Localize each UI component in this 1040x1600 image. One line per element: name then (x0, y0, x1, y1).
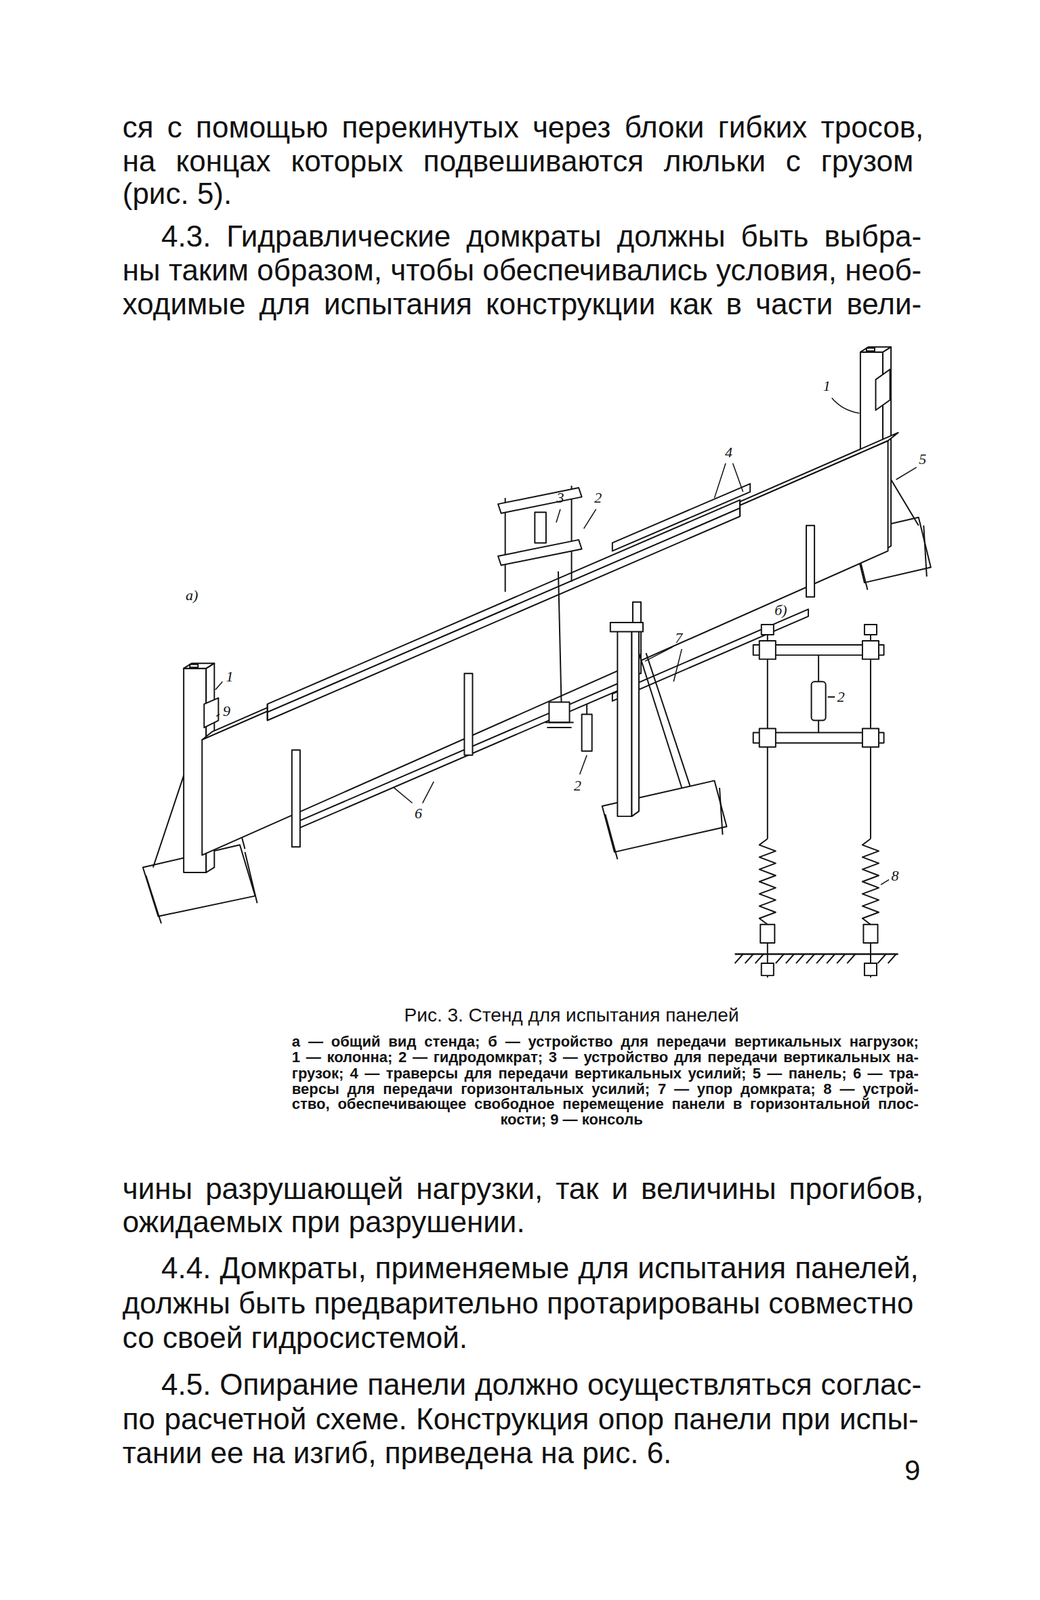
callout-number: 7 (674, 629, 683, 647)
callout-number: 6 (414, 804, 423, 822)
body-text-line: ходимые для испытания конструкции как в … (122, 287, 923, 322)
callout-number: 2 (837, 688, 845, 706)
body-text-line: ны таким образом, чтобы обеспечивались у… (122, 253, 922, 288)
callout-number: 2 (573, 777, 582, 795)
callout-number: 5 (918, 450, 927, 468)
body-text-line: чины разрушающей нагрузки, так и величин… (122, 1172, 925, 1207)
callout-number: 4 (724, 443, 733, 461)
figure-legend-line: 1 — колонна; 2 — гидродомкрат; 3 — устро… (292, 1048, 919, 1066)
body-text-line: 4.4. Домкраты, применяемые для испытания… (161, 1251, 919, 1286)
horizontal-load-traverses (298, 609, 809, 829)
panel (201, 432, 898, 856)
figure-legend-line: грузок; 4 — траверсы для передачи вертик… (292, 1065, 919, 1083)
callout-number: 3 (556, 489, 565, 507)
clamp-brackets (292, 525, 815, 848)
body-text-line: 4.3. Гидравлические домкраты должны быть… (161, 219, 922, 255)
jack-stop (581, 622, 727, 860)
body-text-line: (рис. 5). (122, 176, 233, 212)
body-text-line: тании ее на изгиб, приведена на рис. 6. (122, 1436, 673, 1471)
callout-number: 1 (225, 668, 234, 685)
body-text-line: по расчетной схеме. Конструкция опор пан… (122, 1402, 919, 1438)
callout-number: 8 (891, 867, 900, 885)
vertical-load-detail (735, 624, 899, 978)
callout-number: 9 (222, 702, 231, 720)
body-text-line: ожидаемых при разрушении. (122, 1205, 526, 1240)
body-text-line: со своей гидросистемой. (122, 1321, 468, 1356)
callout-number: б) (774, 601, 787, 619)
page-number: 9 (904, 1454, 921, 1488)
vertical-load-traverses (267, 483, 751, 721)
figure-legend-line: версы для передачи горизонтальных усилий… (292, 1080, 919, 1098)
figure-legend-line: ство, обеспечивающее свободное перемещен… (292, 1095, 919, 1113)
callout-number: 2 (594, 489, 602, 507)
callout-number: 1 (823, 377, 831, 395)
callout-number: а) (185, 586, 198, 604)
leader-lines (215, 397, 917, 885)
body-text-line: 4.5. Опирание панели должно осуществлять… (161, 1367, 922, 1403)
figure-legend-line: кости; 9 — консоль (500, 1111, 643, 1129)
body-text-line: на концах которых подвешиваются люльки с… (122, 144, 914, 179)
body-text-line: ся с помощью перекинутых через блоки гиб… (122, 110, 925, 145)
body-text-line: должны быть предварительно протарированы… (122, 1286, 914, 1321)
vertical-load-device (497, 485, 582, 728)
figure-legend-line: а — общий вид стенда; б — устройство для… (292, 1033, 919, 1051)
figure-caption: Рис. 3. Стенд для испытания панелей (404, 1004, 740, 1027)
